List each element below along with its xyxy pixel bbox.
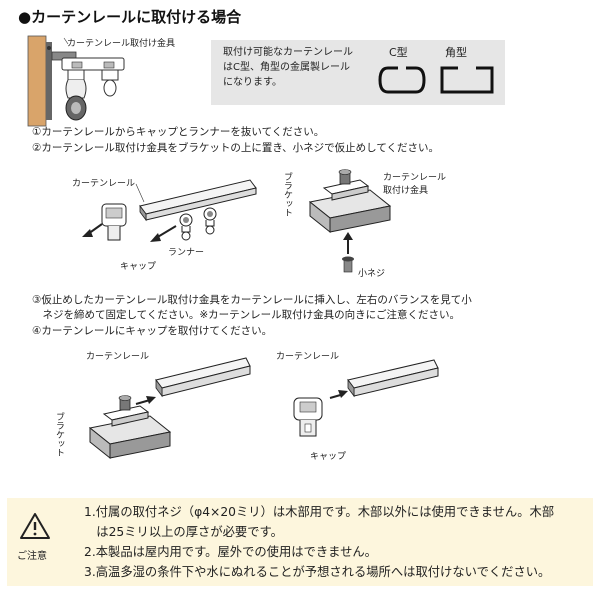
fitting-label: カーテンレール取付け金具 (67, 39, 176, 49)
caution-label: ご注意 (17, 551, 47, 562)
fig1-cap-label: キャップ (120, 262, 157, 272)
step-3: ③仮止めしたカーテンレール取付け金具をカーテンレールに挿入し、左右のバランスを見… (32, 294, 472, 306)
cap-attach-rail-illustration (293, 359, 439, 437)
fig2-screw-label: 小ネジ (358, 269, 386, 279)
c-shape-profile-icon (378, 66, 426, 94)
fig4-cap-label: キャップ (310, 452, 347, 462)
step-1: ①カーテンレールからキャップとランナーを抜いてください。 (32, 126, 325, 138)
warning-triangle-icon (20, 513, 50, 539)
step-4: ④カーテンレールにキャップを取付けてください。 (32, 325, 273, 337)
wall-mount-illustration (27, 35, 125, 127)
step-3-continued: ネジを締めて固定してください。※カーテンレール取付け金具の向きにご注意ください。 (32, 309, 460, 321)
fig3-bracket-label: ブラケット (54, 412, 64, 457)
page-title: ●カーテンレールに取付ける場合 (18, 8, 242, 26)
fig1-runner-label: ランナー (168, 248, 205, 258)
step-2: ②カーテンレール取付け金具をブラケットの上に置き、小ネジで仮止めしてください。 (32, 142, 440, 154)
fig4-rail-label: カーテンレール (276, 352, 340, 362)
bracket-insert-rail-illustration (88, 357, 251, 460)
info-line-1: 取付け可能なカーテンレール (223, 47, 353, 58)
info-line-3: になります。 (223, 77, 282, 88)
bracket-fitting-screw-illustration (308, 169, 392, 273)
caution-line-2: 2.本製品は屋内用です。屋外での使用はできません。 (84, 545, 377, 559)
rail-cap-runner-illustration (82, 179, 257, 242)
fig2-fitting-label-2: 取付け金具 (383, 186, 429, 196)
fig2-fitting-label-1: カーテンレール (383, 173, 447, 183)
info-box (211, 40, 505, 105)
fig2-bracket-label: ブラケット (282, 172, 292, 217)
info-text: 取付け可能なカーテンレール はC型、角型の金属製レール になります。 (223, 45, 383, 90)
caution-line-1: 1.付属の取付ネジ（φ4×20ミリ）は木部用です。木部以外には使用できません。木… (84, 505, 555, 519)
caution-box (7, 498, 593, 586)
square-shape-profile-icon (440, 66, 494, 94)
square-shape-label: 角型 (445, 46, 467, 59)
fig1-rail-label: カーテンレール (72, 179, 136, 189)
caution-line-1-continued: は25ミリ以上の厚さが必要です。 (84, 525, 283, 539)
fig3-rail-label: カーテンレール (86, 352, 150, 362)
info-line-2: はC型、角型の金属製レール (223, 62, 350, 73)
c-shape-label: C型 (389, 46, 408, 59)
caution-line-3: 3.高温多湿の条件下や水にぬれることが予想される場所へは取付けないでください。 (84, 565, 551, 579)
